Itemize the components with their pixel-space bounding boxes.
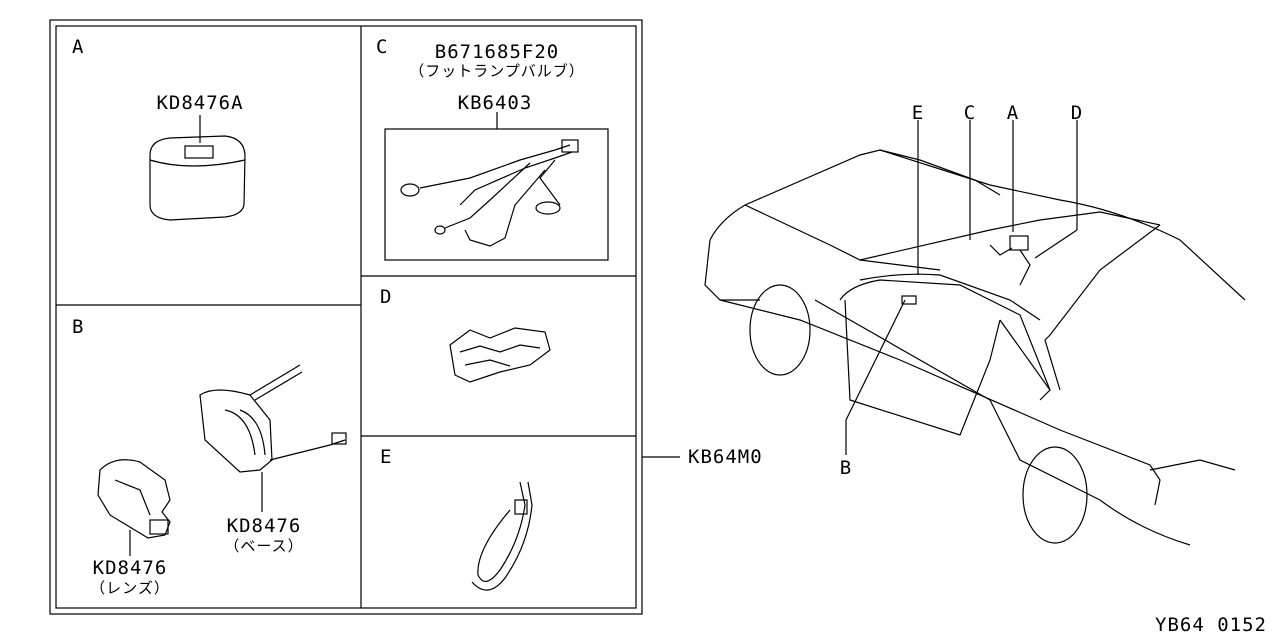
part-c-harness-drawing (384, 112, 609, 261)
car-drawing (704, 120, 1246, 546)
panel-d-letter: D (380, 286, 393, 308)
part-e-tie-drawing (471, 481, 533, 591)
part-b-lamp-drawing (97, 364, 347, 556)
part-note-base: （ベース） (224, 537, 304, 555)
diagram-code: YB64 0152 (1155, 614, 1267, 636)
part-d-clip-drawing (449, 327, 551, 383)
panel-c-letter: C (376, 36, 389, 58)
car-callout-d: D (1070, 102, 1084, 124)
part-number-kd8476a[interactable]: KD8476A (156, 92, 244, 114)
part-number-kb6403[interactable]: KB6403 (457, 92, 533, 114)
part-number-bulb[interactable]: B671685F20 (434, 41, 560, 63)
part-number-lens[interactable]: KD8476 (92, 557, 168, 579)
panel-e-letter: E (380, 446, 393, 468)
part-note-lens: （レンズ） (90, 579, 170, 597)
part-number-base[interactable]: KD8476 (226, 515, 302, 537)
panel-a-letter: A (72, 36, 85, 58)
panel-b-letter: B (72, 316, 85, 338)
car-callout-e: E (911, 102, 925, 124)
part-a-cover-drawing (149, 115, 246, 221)
car-callout-b: B (839, 457, 853, 479)
car-callout-c: C (963, 102, 977, 124)
car-callout-a: A (1006, 102, 1020, 124)
part-note-bulb: （フットランプバルブ） (409, 62, 585, 80)
inner-frame (55, 25, 637, 609)
part-number-kb64m0[interactable]: KB64M0 (688, 446, 763, 468)
outer-frame (49, 19, 643, 615)
